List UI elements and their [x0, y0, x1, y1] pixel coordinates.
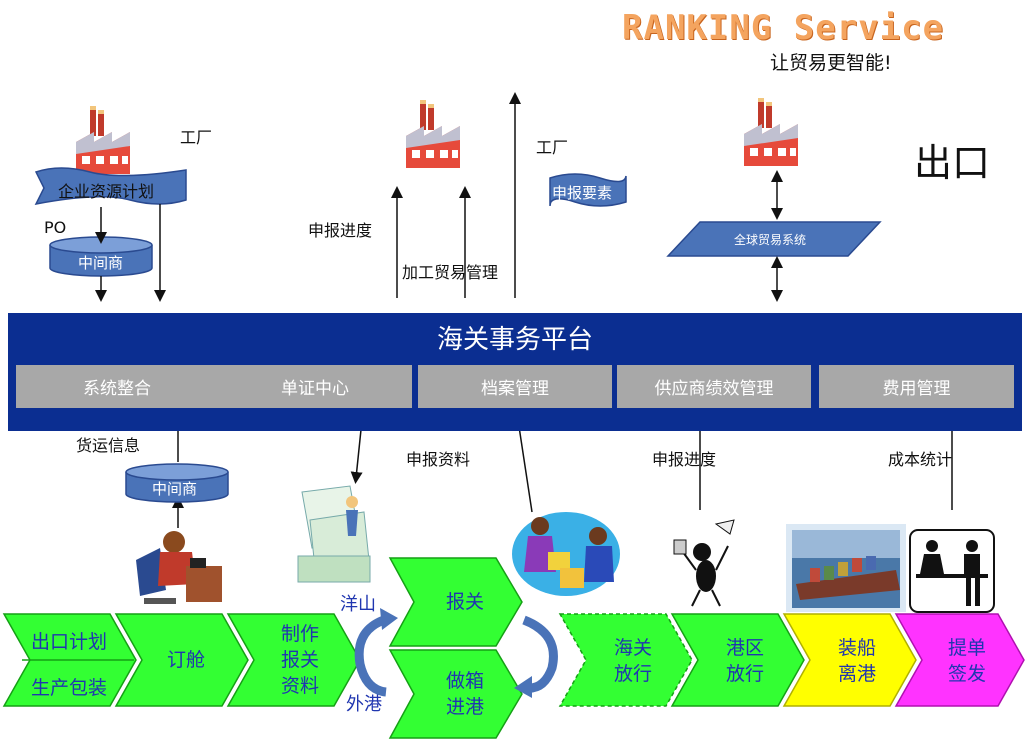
booking-label: 订舱 [166, 649, 205, 671]
erp-banner [34, 167, 187, 206]
module-document-center[interactable]: 单证中心 [218, 365, 412, 408]
waigang-label: 外港 [346, 694, 382, 715]
processing-trade-label: 加工贸易管理 [402, 263, 499, 282]
middleman-database-icon [49, 236, 153, 277]
handshake-icon [512, 512, 620, 596]
production-packing-label: 生产包装 [30, 677, 107, 699]
container-entry-chevron [388, 649, 523, 739]
port-release-chevron [670, 613, 805, 707]
module-supplier-performance[interactable]: 供应商绩效管理 [617, 365, 811, 408]
loading-departure-label: 装船离港 [837, 637, 876, 685]
global-trade-label: 全球贸易系统 [734, 233, 807, 247]
cost-stats-label: 成本统计 [888, 450, 953, 469]
factory-icon [744, 98, 798, 166]
freight-info-label: 货运信息 [76, 436, 141, 455]
declaration-elements-banner [549, 173, 627, 207]
customs-declaration-label: 报关 [445, 591, 484, 613]
handshake-up-arrow [512, 414, 533, 513]
declaration-elements-label: 申报要素 [552, 184, 613, 202]
prepare-docs-label: 制作报关资料 [280, 623, 319, 697]
module-system-integration[interactable]: 系统整合 [16, 365, 218, 408]
bl-issue-chevron [894, 613, 1025, 707]
booking-chevron [114, 613, 249, 707]
container-entry-label: 做箱进港 [445, 670, 484, 718]
waigang-curved-arrow [522, 615, 558, 693]
global-trade-system-shape [666, 221, 882, 257]
middleman-database-icon [125, 463, 229, 503]
container-ship-icon [786, 524, 906, 612]
po-label: PO [44, 218, 67, 237]
module-cost-management[interactable]: 费用管理 [819, 365, 1014, 408]
factory-label: 工厂 [536, 138, 569, 157]
erp-label: 企业资源计划 [58, 182, 155, 201]
customs-affairs-platform: 海关事务平台 系统整合 单证中心 档案管理 供应商绩效管理 费用管理 [8, 313, 1022, 431]
yangshan-label: 洋山 [340, 594, 376, 615]
factory-icon [76, 106, 130, 174]
middleman-label: 中间商 [152, 480, 198, 498]
yangshan-curved-arrow [354, 613, 392, 697]
export-title: 出口 [914, 141, 991, 185]
factory-icon [406, 100, 460, 168]
customs-release-chevron [558, 613, 693, 707]
brand-slogan: 让贸易更智能! [770, 52, 892, 74]
middleman-label: 中间商 [78, 254, 124, 272]
progress-label: 申报进度 [652, 450, 717, 469]
loading-departure-chevron [782, 613, 917, 707]
customs-release-label: 海关放行 [613, 637, 652, 685]
progress-label: 申报进度 [308, 221, 373, 240]
module-archive-management[interactable]: 档案管理 [418, 365, 612, 408]
prepare-docs-chevron [226, 613, 361, 707]
documents-icon [297, 485, 371, 583]
person-phone-icon [136, 531, 222, 604]
customs-declaration-chevron [388, 557, 523, 647]
stick-figure-phone-icon [673, 519, 735, 607]
declaration-docs-label: 申报资料 [406, 450, 471, 469]
service-counter-icon [909, 529, 995, 613]
brand-name: RANKING Service [622, 8, 945, 48]
port-release-label: 港区放行 [725, 637, 764, 685]
platform-title: 海关事务平台 [436, 325, 593, 355]
bl-issue-label: 提单签发 [947, 637, 986, 685]
export-plan-label: 出口计划 [30, 631, 107, 653]
factory-label: 工厂 [180, 128, 213, 147]
